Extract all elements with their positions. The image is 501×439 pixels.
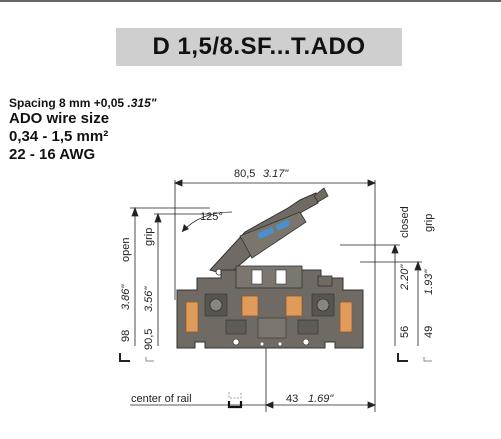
rail-symbol-bottom — [227, 401, 243, 409]
spacing-inch: .315" — [127, 96, 157, 110]
rail-symbol-right — [397, 353, 408, 362]
closed-height-mm: 56 — [399, 326, 411, 338]
width-dimension — [173, 179, 377, 300]
top-rule — [0, 0, 501, 2]
open-grip-height-mm: 90,5 — [143, 329, 155, 350]
wire-size-mm: 0,34 - 1,5 mm² — [9, 128, 109, 145]
open-height-in: 3.86" — [120, 284, 132, 310]
title-box: D 1,5/8.SF...T.ADO — [116, 28, 402, 66]
left-dimensions — [130, 206, 210, 346]
open-grip-height-in: 3.56" — [143, 286, 155, 312]
width-mm: 80,5 — [234, 168, 255, 180]
closed-height-in: 2.20" — [399, 264, 411, 291]
spacing-spec: Spacing 8 mm +0,05 .315" — [9, 96, 156, 110]
closed-label: closed — [399, 206, 411, 238]
right-dimensions — [340, 243, 422, 346]
wire-size-label: ADO wire size — [9, 110, 110, 127]
width-in: 3.17" — [263, 168, 289, 180]
rail-offset-mm: 43 — [286, 393, 298, 405]
open-grip-label: grip — [143, 228, 155, 246]
rail-center-dimension — [130, 300, 377, 412]
rail-symbol-right-small — [423, 357, 432, 362]
fuse-lever — [209, 187, 329, 276]
spacing-text: Spacing 8 mm +0,05 — [9, 96, 128, 110]
wire-size-awg: 22 - 16 AWG — [9, 146, 96, 163]
rail-offset-in: 1.69" — [308, 393, 334, 405]
open-height-mm: 98 — [120, 330, 132, 342]
rail-symbol-left-small — [145, 357, 154, 362]
closed-grip-height-mm: 49 — [423, 326, 435, 338]
product-title: D 1,5/8.SF...T.ADO — [152, 33, 366, 60]
open-label: open — [120, 238, 132, 262]
angle-label: 125° — [200, 211, 223, 223]
closed-grip-label: grip — [423, 214, 435, 232]
angle-indicator — [181, 211, 233, 233]
closed-grip-height-in: 1.93" — [423, 269, 435, 295]
center-of-rail-label: center of rail — [131, 393, 192, 405]
rail-symbol-left — [119, 353, 130, 362]
terminal-block — [176, 187, 364, 349]
